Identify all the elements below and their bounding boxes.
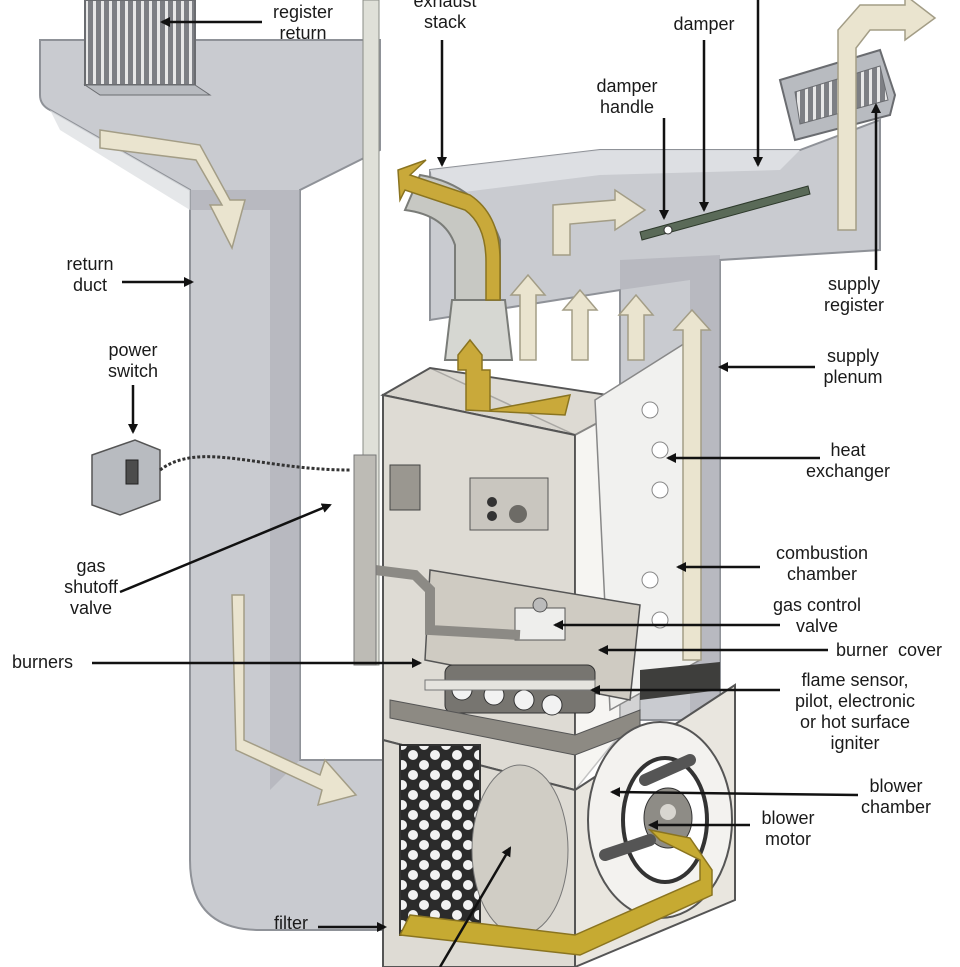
label-blower-motor: blower motor <box>761 808 815 849</box>
label-register-return: register return <box>272 2 334 43</box>
label-burner-cover: burner cover <box>836 640 943 660</box>
label-burners: burners <box>12 652 74 672</box>
leader-lines <box>92 0 881 967</box>
intake-flow-arrow <box>398 828 713 956</box>
return-airflow-arrows <box>99 129 358 807</box>
label-supply-register: supply register <box>823 274 885 315</box>
label-return-duct: return duct <box>66 254 114 295</box>
label-blower-chamber: blower chamber <box>860 776 932 817</box>
supply-airflow-arrows <box>509 0 937 661</box>
label-gas-control-valve: gas control valve <box>772 595 862 636</box>
register-return-grille <box>83 0 212 96</box>
label-heat-exchanger: heat exchanger <box>805 440 891 481</box>
damper-plate <box>639 185 811 241</box>
exhaust-flow-arrow <box>397 159 572 416</box>
label-power-switch: power switch <box>107 340 158 381</box>
label-flame-sensor: flame sensor, pilot, electronic or hot s… <box>794 670 916 753</box>
label-combustion-chamber: combustion chamber <box>775 543 869 584</box>
label-damper: damper <box>673 14 735 34</box>
label-gas-shutoff-valve: gas shutoff valve <box>64 556 118 618</box>
label-filter: filter <box>274 913 309 933</box>
power-switch <box>91 439 351 516</box>
burners-group <box>424 664 596 716</box>
label-damper-handle: damper handle <box>596 76 658 117</box>
furnace-cabinet <box>353 338 720 793</box>
label-supply-plenum: supply plenum <box>823 346 883 387</box>
label-exhaust-stack: exhaust stack <box>413 0 477 32</box>
toggle-switch-icon <box>125 459 139 485</box>
